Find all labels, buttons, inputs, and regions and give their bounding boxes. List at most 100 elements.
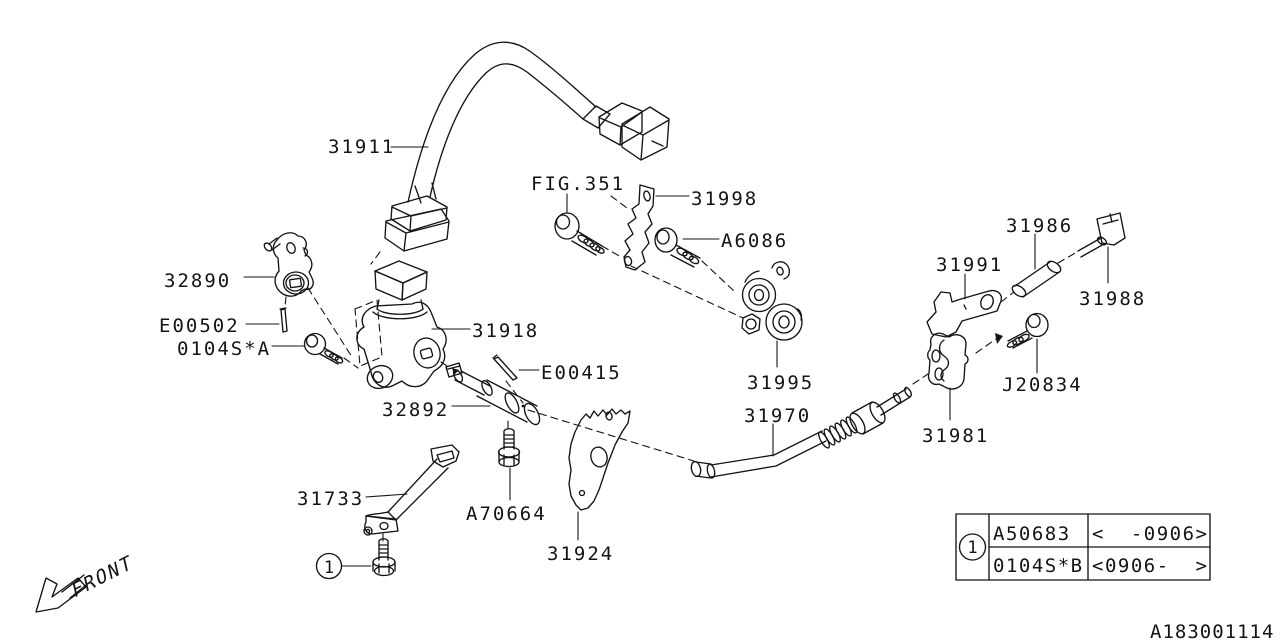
legend-row2-part: 0104S*B [993,555,1084,577]
part-fig351-bolt-stroke [572,231,602,255]
part-32890-lever-stroke [285,241,296,254]
part-31918-switch-stroke [377,309,423,314]
part-31911-harness-stroke [600,112,642,145]
legend-ref-number: 1 [967,538,977,558]
part-31733-lever-stroke [366,529,369,532]
part-31918-switch-stroke [402,272,427,300]
part-fig351-bolt-stroke [557,215,570,229]
part-31970-cable-stroke [847,411,868,436]
label-a6086: A6086 [721,230,788,252]
label-31986: 31986 [1006,215,1073,237]
part-31970-cable-stroke [867,400,888,425]
part-a6086-bolt-stroke [655,228,677,252]
part-31988-rod [1078,213,1125,257]
part-31924-plate-stroke [580,491,585,496]
part-31970-cable-stroke [844,416,859,435]
part-a70664-bolt-stroke [499,452,519,465]
part-31986-pin [1010,259,1062,299]
label-0104sa: 0104S*A [177,338,271,360]
part-31970-cable-stroke [877,389,910,415]
label-31733: 31733 [297,488,364,510]
part-31995-assembly-stroke [745,271,801,320]
part-31918-switch-stroke [411,335,444,371]
part-a70664-bolt [499,429,520,467]
part-31981-clamp-stroke [935,368,943,380]
part-e00415-pin [493,355,517,380]
label-fig351: FIG.351 [531,173,625,195]
part-31918-switch-stroke [364,362,397,393]
label-31981: 31981 [922,425,989,447]
front-arrow-icon [36,578,86,612]
part-31981-clamp [928,333,968,389]
part-31918-switch-stroke [372,370,385,384]
label-e00415: E00415 [541,362,622,384]
part-a6086-bolt [655,228,700,267]
part-j20834-bolt-stroke [1028,315,1040,328]
part-32892-shaft-stroke [480,379,495,397]
label-j20834: J20834 [1002,374,1083,396]
part-31970-cable-stroke [706,463,716,478]
part-32892-shaft-stroke [502,391,521,415]
part-31995-assembly-stroke [766,304,802,340]
part-32890-lever-stroke [284,272,309,294]
part-a6086-bolt-stroke [657,230,669,244]
part-31733-lever-stroke [431,445,459,467]
part-31911-harness-stroke [391,196,447,231]
part-j20834-bolt-stroke [1018,333,1031,343]
part-e00502-pin-stroke [280,308,287,332]
label-31918: 31918 [472,320,539,342]
part-31733-lever-stroke [388,459,448,520]
label-31911: 31911 [328,136,395,158]
assembly-dashed-lines-stroke [371,252,380,264]
part-31981-clamp-stroke [932,350,940,362]
part-0104sa-bolt [305,334,344,365]
part-a70664-bolt-stroke [499,458,519,467]
part-31733-lever [364,445,459,535]
part-31911-harness-stroke [386,222,449,251]
label-31924: 31924 [547,543,614,565]
part-31991-lever-stroke [978,293,995,312]
part-j20834-bolt [1006,314,1048,349]
part-31995-assembly-stroke [743,279,776,312]
part-31995-assembly-stroke [776,266,784,276]
part-j20834-bolt-stroke [1006,339,1017,348]
part-a6086-bolt-stroke [688,255,700,265]
part-e00415-pin-stroke [493,355,517,380]
label-e00502: E00502 [159,315,240,337]
assembly-dashed-lines-stroke [913,374,928,384]
part-31924-plate [569,409,630,510]
part-31991-lever-stroke [964,305,966,309]
part-31733-lever-stroke [437,451,454,462]
part-j20834-bolt-stroke [1012,336,1025,346]
part-a6086-bolt-stroke [682,251,695,262]
part-31911-harness-stroke [583,106,610,128]
part-fig351-bolt-stroke [555,213,579,239]
part-callout1-bolt-stroke [373,562,395,573]
label-a70664: A70664 [466,503,547,525]
assembly-dashed-lines-stroke [344,358,358,368]
part-31924-plate-stroke [589,445,610,468]
part-31986-pin-stroke [1045,259,1062,275]
part-31995-assembly-stroke [746,319,756,329]
assembly-dashed-lines-stroke [441,362,447,366]
callout-1-marker: 1 [317,554,342,579]
part-32892-shaft-stroke [521,401,542,427]
part-a70664-bolt-stroke [504,435,514,447]
part-31911-harness [385,42,669,251]
part-31995-assembly-stroke [779,316,789,328]
part-callout1-bolt-stroke [373,557,395,567]
part-31911-harness-stroke [599,103,642,145]
legend-row1-range: < -0906> [1092,523,1208,545]
part-31998-bracket [623,185,654,270]
assembly-dashed-lines-stroke [506,381,523,403]
part-31998-bracket-stroke [624,185,654,270]
legend-table-stroke [960,534,986,560]
hidden-outline [355,300,382,366]
part-a6086-bolt-stroke [671,245,700,267]
assembly-dashed-lines-stroke [1001,292,1014,302]
legend-row2-range: <0906- > [1092,555,1208,577]
assembly-arrow-mark [452,368,459,375]
part-32890-lever [263,233,313,296]
leader-31733 [366,494,407,497]
